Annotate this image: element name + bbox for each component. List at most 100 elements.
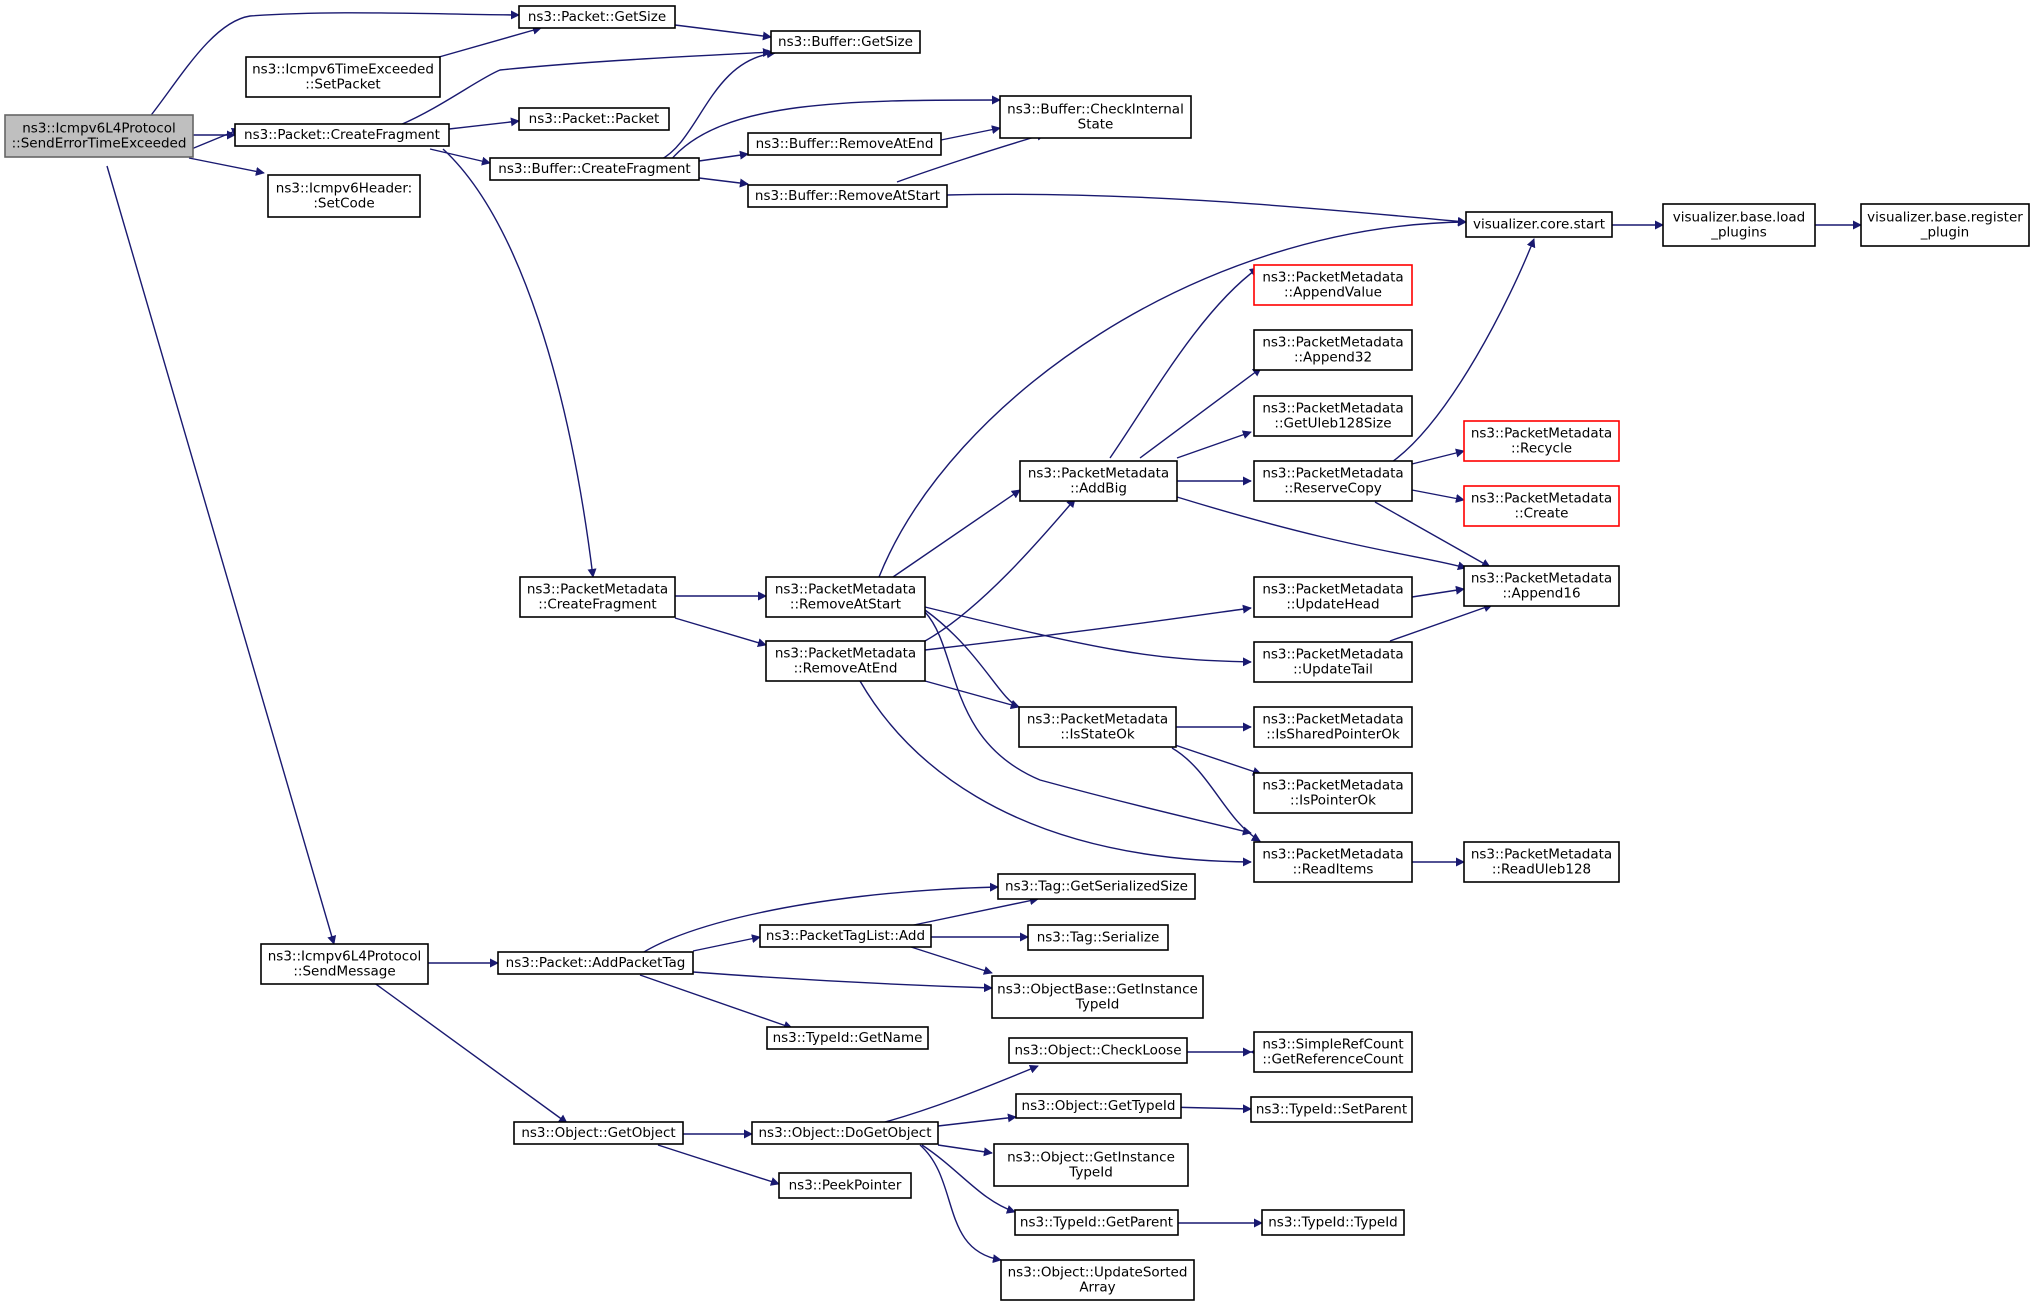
node-pm-isptrok[interactable]: ns3::PacketMetadata::IsPointerOk: [1253, 772, 1413, 814]
node-label: ns3::PeekPointer: [789, 1178, 902, 1194]
edge: [698, 150, 749, 162]
node-typeid-getparent[interactable]: ns3::TypeId::GetParent: [1014, 1209, 1179, 1236]
node-label: ns3::PacketMetadata: [1262, 778, 1403, 794]
node-label: ns3::PacketMetadata: [527, 582, 668, 598]
node-pm-readuleb[interactable]: ns3::PacketMetadata::ReadUleb128: [1463, 841, 1620, 883]
node-icmp-setcode[interactable]: ns3::Icmpv6Header::SetCode: [267, 174, 421, 218]
node-icmp-setpacket[interactable]: ns3::Icmpv6TimeExceeded::SetPacket: [245, 56, 441, 98]
node-label: ::Create: [1515, 506, 1569, 522]
node-box: [1253, 1031, 1413, 1073]
node-label: ns3::Icmpv6L4Protocol: [268, 949, 422, 965]
node-tag-serialize[interactable]: ns3::Tag::Serialize: [1027, 924, 1169, 951]
node-label: ns3::Icmpv6L4Protocol: [22, 121, 176, 137]
node-label: ::IsStateOk: [1060, 727, 1134, 743]
node-buf-createfrag[interactable]: ns3::Buffer::CreateFragment: [489, 157, 700, 181]
node-label: ns3::Buffer::CreateFragment: [498, 161, 690, 177]
node-pm-issharedptr[interactable]: ns3::PacketMetadata::IsSharedPointerOk: [1253, 706, 1413, 748]
edge: [626, 882, 999, 966]
node-label: ns3::Buffer::GetSize: [778, 34, 913, 50]
node-buf-removeatend[interactable]: ns3::Buffer::RemoveAtEnd: [747, 132, 942, 156]
edge: [431, 25, 542, 60]
node-pm-isstateok[interactable]: ns3::PacketMetadata::IsStateOk: [1018, 706, 1177, 748]
node-ptl-add[interactable]: ns3::PacketTagList::Add: [759, 924, 932, 948]
node-box: [267, 174, 421, 218]
node-pm-create[interactable]: ns3::PacketMetadata::Create: [1463, 485, 1620, 527]
node-typeid-typeid[interactable]: ns3::TypeId::TypeId: [1261, 1209, 1405, 1236]
node-label: ::Append32: [1294, 350, 1372, 366]
node-pm-appendvalue[interactable]: ns3::PacketMetadata::AppendValue: [1253, 264, 1413, 306]
node-tag-getser[interactable]: ns3::Tag::GetSerializedSize: [997, 873, 1196, 900]
node-pkt-packet[interactable]: ns3::Packet::Packet: [518, 107, 670, 131]
node-label: ns3::PacketMetadata: [1262, 647, 1403, 663]
node-label: _plugins: [1710, 225, 1767, 241]
edge: [921, 1144, 1016, 1214]
node-pm-append16[interactable]: ns3::PacketMetadata::Append16: [1463, 565, 1620, 607]
node-label: ns3::Icmpv6Header:: [276, 181, 412, 197]
node-box: [4, 114, 194, 158]
edge: [674, 24, 772, 41]
node-pm-reservecopy[interactable]: ns3::PacketMetadata::ReserveCopy: [1253, 460, 1413, 502]
edge: [692, 971, 993, 993]
node-vis-register[interactable]: visualizer.base.register_plugin: [1860, 203, 2030, 247]
node-label: ns3::PacketMetadata: [1471, 571, 1612, 587]
edge: [946, 193, 1467, 226]
node-buf-getsize[interactable]: ns3::Buffer::GetSize: [770, 30, 921, 54]
node-vis-load[interactable]: visualizer.base.load_plugins: [1662, 203, 1816, 247]
node-label: ns3::ObjectBase::GetInstance: [997, 982, 1198, 998]
node-src-getref[interactable]: ns3::SimpleRefCount::GetReferenceCount: [1253, 1031, 1413, 1073]
node-peekpointer[interactable]: ns3::PeekPointer: [778, 1172, 912, 1199]
node-box: [751, 1121, 939, 1145]
node-typeid-setparent[interactable]: ns3::TypeId::SetParent: [1250, 1096, 1413, 1123]
edge: [659, 49, 776, 161]
edge: [924, 604, 1252, 651]
node-pm-removeatend[interactable]: ns3::PacketMetadata::RemoveAtEnd: [765, 640, 926, 682]
node-label: ns3::PacketMetadata: [1262, 335, 1403, 351]
node-label: ns3::Tag::Serialize: [1037, 930, 1160, 946]
node-pm-addbig[interactable]: ns3::PacketMetadata::AddBig: [1019, 460, 1178, 502]
edge: [892, 489, 1021, 578]
node-typeid-getname[interactable]: ns3::TypeId::GetName: [766, 1026, 929, 1050]
node-pm-append32[interactable]: ns3::PacketMetadata::Append32: [1253, 329, 1413, 371]
node-box: [770, 30, 921, 54]
node-box: [766, 1026, 929, 1050]
node-label: ::UpdateTail: [1293, 662, 1373, 678]
node-obj-getobject[interactable]: ns3::Object::GetObject: [513, 1121, 684, 1145]
node-pm-updatetail[interactable]: ns3::PacketMetadata::UpdateTail: [1253, 641, 1413, 683]
edge: [1171, 743, 1262, 776]
edge: [1411, 585, 1465, 598]
node-label: ns3::PacketMetadata: [1027, 712, 1168, 728]
node-obj-gettypeid[interactable]: ns3::Object::GetTypeId: [1015, 1093, 1182, 1119]
node-pkt-addtag[interactable]: ns3::Packet::AddPacketTag: [497, 951, 694, 975]
node-label: ns3::PacketMetadata: [1471, 491, 1612, 507]
edge: [877, 1064, 1039, 1125]
edge: [399, 47, 772, 126]
node-label: ::AddBig: [1070, 481, 1127, 497]
node-obj-checkloose[interactable]: ns3::Object::CheckLoose: [1008, 1037, 1188, 1064]
node-pkt-getsize[interactable]: ns3::Packet::GetSize: [518, 5, 676, 29]
node-label: ns3::Icmpv6TimeExceeded: [252, 62, 434, 78]
node-obj-dogetobject[interactable]: ns3::Object::DoGetObject: [751, 1121, 939, 1145]
node-pm-removeatstart[interactable]: ns3::PacketMetadata::RemoveAtStart: [765, 576, 926, 618]
node-pm-recycle[interactable]: ns3::PacketMetadata::Recycle: [1463, 420, 1620, 462]
edges: [106, 10, 1862, 1264]
node-pkt-createfrag[interactable]: ns3::Packet::CreateFragment: [234, 123, 450, 147]
node-box: [1253, 264, 1413, 306]
node-pm-createfrag[interactable]: ns3::PacketMetadata::CreateFragment: [519, 576, 676, 618]
node-root[interactable]: ns3::Icmpv6L4Protocol::SendErrorTimeExce…: [4, 114, 194, 158]
node-buf-removeatstart[interactable]: ns3::Buffer::RemoveAtStart: [747, 184, 948, 208]
node-pm-getuleb[interactable]: ns3::PacketMetadata::GetUleb128Size: [1253, 395, 1413, 437]
node-label: ns3::Buffer::RemoveAtEnd: [756, 136, 934, 152]
node-label: TypeId: [1075, 997, 1120, 1013]
edge: [924, 680, 1020, 710]
node-vis-start[interactable]: visualizer.core.start: [1465, 211, 1613, 238]
node-box: [1662, 203, 1816, 247]
node-pm-readitems[interactable]: ns3::PacketMetadata::ReadItems: [1253, 841, 1413, 883]
node-box: [1463, 420, 1620, 462]
node-label: ns3::Buffer::CheckInternal: [1007, 102, 1184, 118]
node-pm-updatehead[interactable]: ns3::PacketMetadata::UpdateHead: [1253, 576, 1413, 618]
node-icmp-sendmsg[interactable]: ns3::Icmpv6L4Protocol::SendMessage: [260, 943, 429, 985]
